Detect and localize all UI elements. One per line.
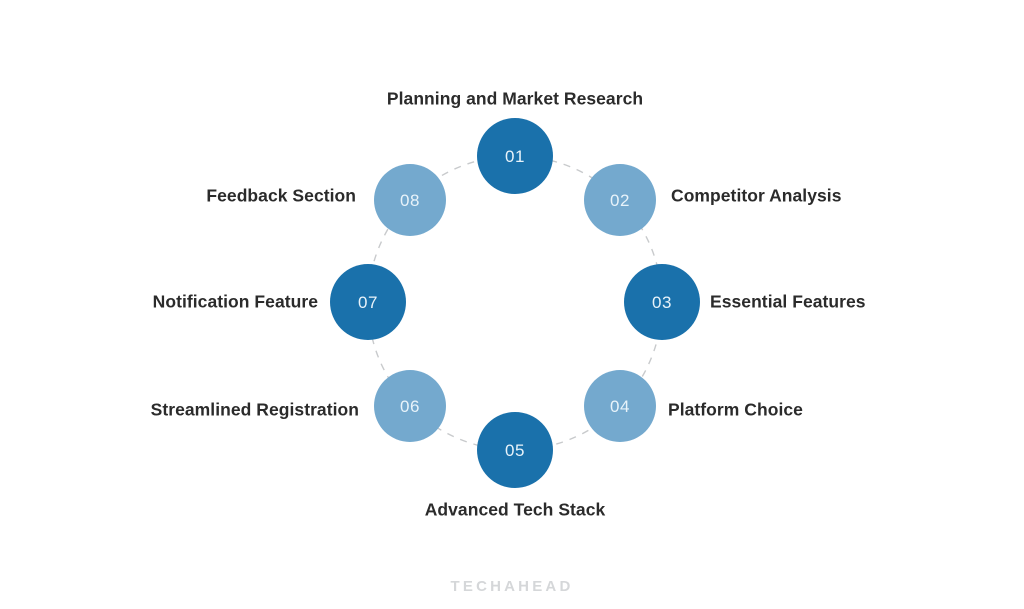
node-label-01: Planning and Market Research: [386, 88, 644, 109]
node-number: 06: [400, 396, 420, 416]
node-number: 03: [652, 292, 672, 312]
node-label-07: Notification Feature: [152, 291, 318, 312]
node-label-04: Platform Choice: [668, 399, 803, 420]
process-node-01[interactable]: 01: [477, 118, 553, 194]
node-label-06: Streamlined Registration: [150, 399, 359, 420]
node-label-08: Feedback Section: [206, 185, 356, 206]
process-node-05[interactable]: 05: [477, 412, 553, 488]
node-number: 01: [505, 146, 525, 166]
node-number: 02: [610, 190, 630, 210]
node-number: 05: [505, 440, 525, 460]
process-node-07[interactable]: 07: [330, 264, 406, 340]
process-node-08[interactable]: 08: [374, 164, 446, 236]
process-node-03[interactable]: 03: [624, 264, 700, 340]
node-number: 04: [610, 396, 630, 416]
node-number: 08: [400, 190, 420, 210]
node-label-02: Competitor Analysis: [671, 185, 842, 206]
brand-wordmark: TECHAHEAD: [450, 578, 574, 595]
node-label-05: Advanced Tech Stack: [424, 499, 606, 520]
node-number: 07: [358, 292, 378, 312]
node-label-03: Essential Features: [710, 291, 866, 312]
process-node-02[interactable]: 02: [584, 164, 656, 236]
process-node-06[interactable]: 06: [374, 370, 446, 442]
process-node-04[interactable]: 04: [584, 370, 656, 442]
